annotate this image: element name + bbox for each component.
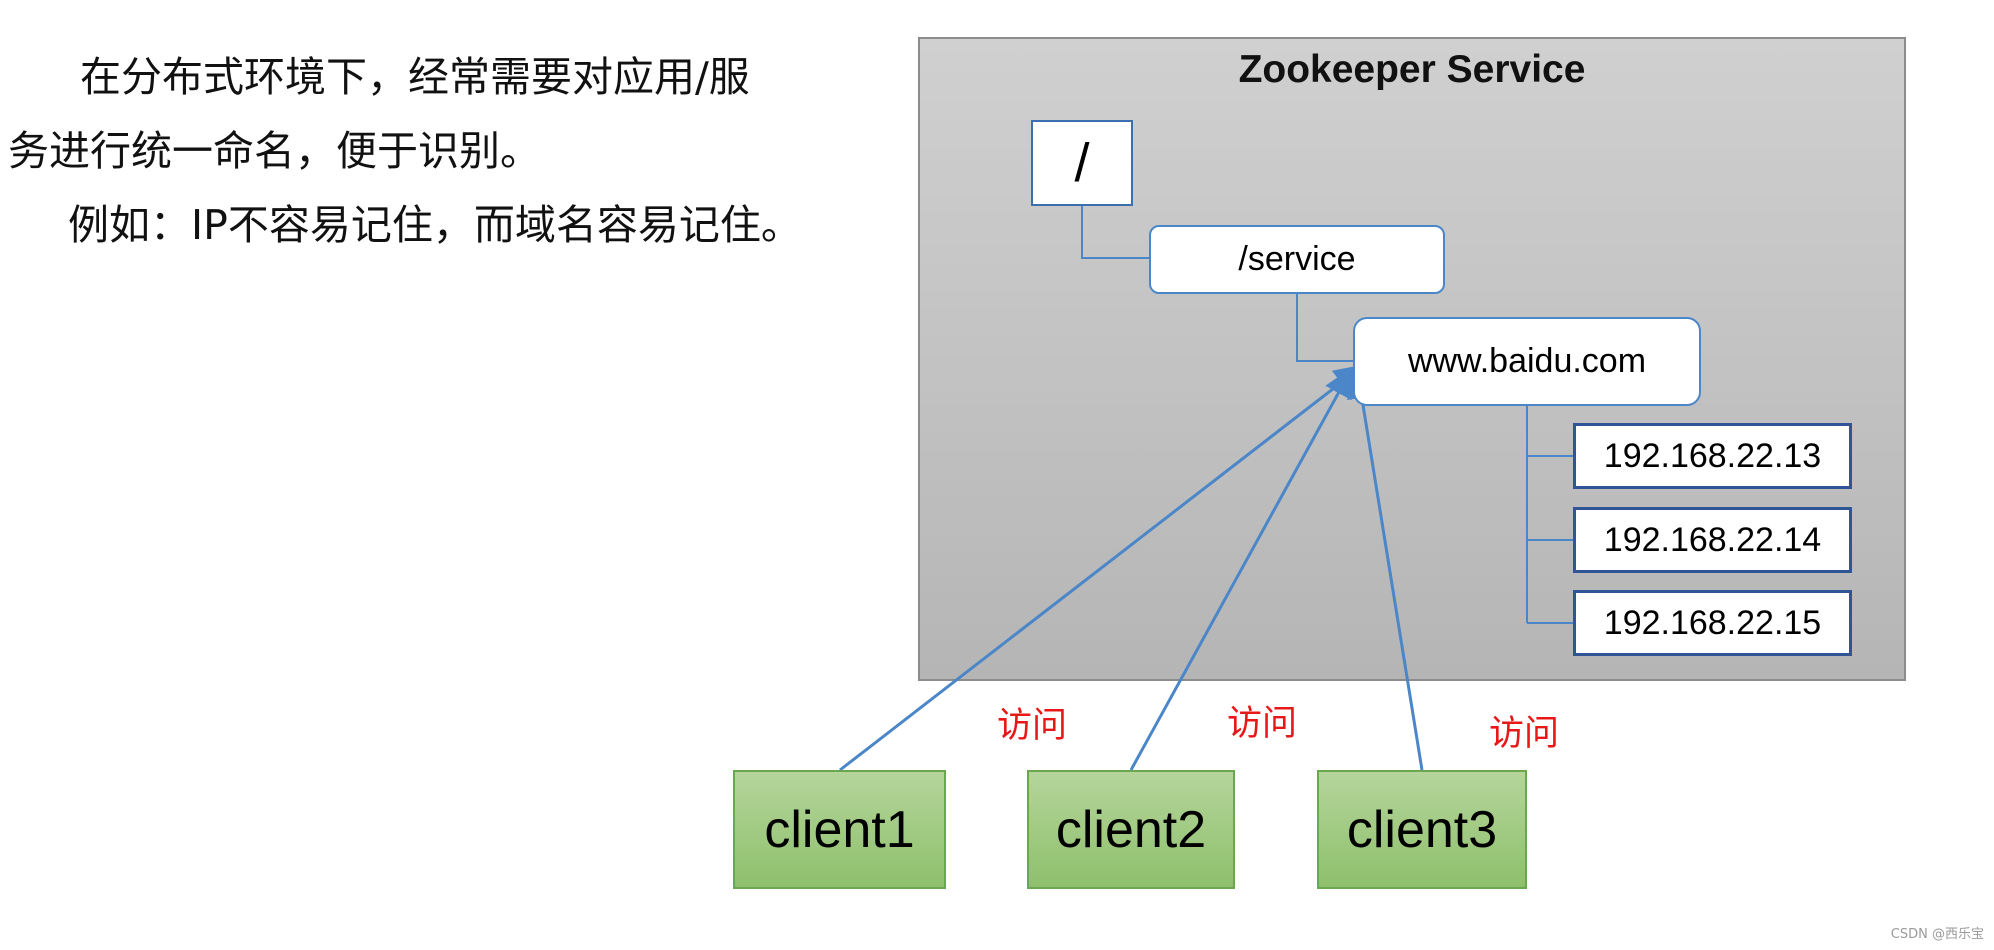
ip-node-3: 192.168.22.15 xyxy=(1573,590,1852,656)
tree-line-service-domain xyxy=(1296,294,1353,362)
ip-node-1: 192.168.22.13 xyxy=(1573,423,1852,489)
client-node-1: client1 xyxy=(733,770,946,889)
ip-node-2: 192.168.22.14 xyxy=(1573,507,1852,573)
access-arrow-client1 xyxy=(839,364,1365,772)
tree-line-root-service xyxy=(1081,206,1149,259)
description-line-1: 在分布式环境下，经常需要对应用/服 xyxy=(80,53,750,101)
client-node-2: client2 xyxy=(1027,770,1235,889)
service-node: /service xyxy=(1149,225,1445,294)
access-label-3: 访问 xyxy=(1489,714,1560,754)
domain-node: www.baidu.com xyxy=(1353,317,1701,406)
description-line-3: 例如：IP不容易记住，而域名容易记住。 xyxy=(68,201,802,249)
access-arrow-client3 xyxy=(1347,368,1424,771)
access-arrow-client2 xyxy=(1129,366,1353,771)
access-label-1: 访问 xyxy=(997,706,1068,746)
watermark: CSDN @西乐宝 xyxy=(1890,927,1984,942)
root-node: / xyxy=(1031,120,1133,206)
service-title: Zookeeper Service xyxy=(1238,48,1586,91)
access-label-2: 访问 xyxy=(1227,704,1298,744)
description-line-2: 务进行统一命名，便于识别。 xyxy=(8,127,541,175)
client-node-3: client3 xyxy=(1317,770,1527,889)
